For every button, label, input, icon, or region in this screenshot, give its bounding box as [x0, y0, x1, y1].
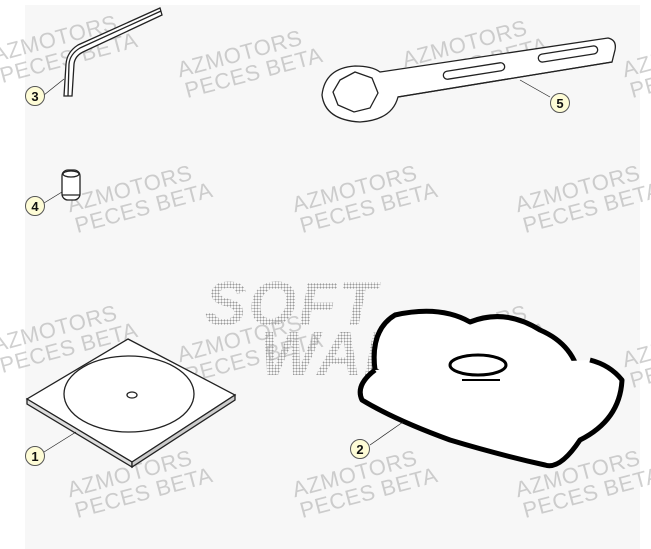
- leader-2: [369, 421, 404, 446]
- hex-key-part[interactable]: [63, 7, 163, 97]
- callout-2[interactable]: 2: [350, 439, 370, 459]
- leader-1: [43, 431, 77, 453]
- wrench-part[interactable]: [321, 37, 616, 123]
- leader-4: [43, 191, 63, 204]
- callout-3[interactable]: 3: [25, 86, 45, 106]
- callout-5[interactable]: 5: [550, 93, 570, 113]
- disc-mat-part[interactable]: [25, 338, 237, 469]
- callout-1[interactable]: 1: [25, 446, 45, 466]
- callout-4[interactable]: 4: [25, 196, 45, 216]
- tool-bag-part[interactable]: [357, 308, 625, 469]
- pin-part[interactable]: [61, 169, 81, 201]
- leader-5: [519, 79, 551, 98]
- leader-3: [43, 78, 65, 96]
